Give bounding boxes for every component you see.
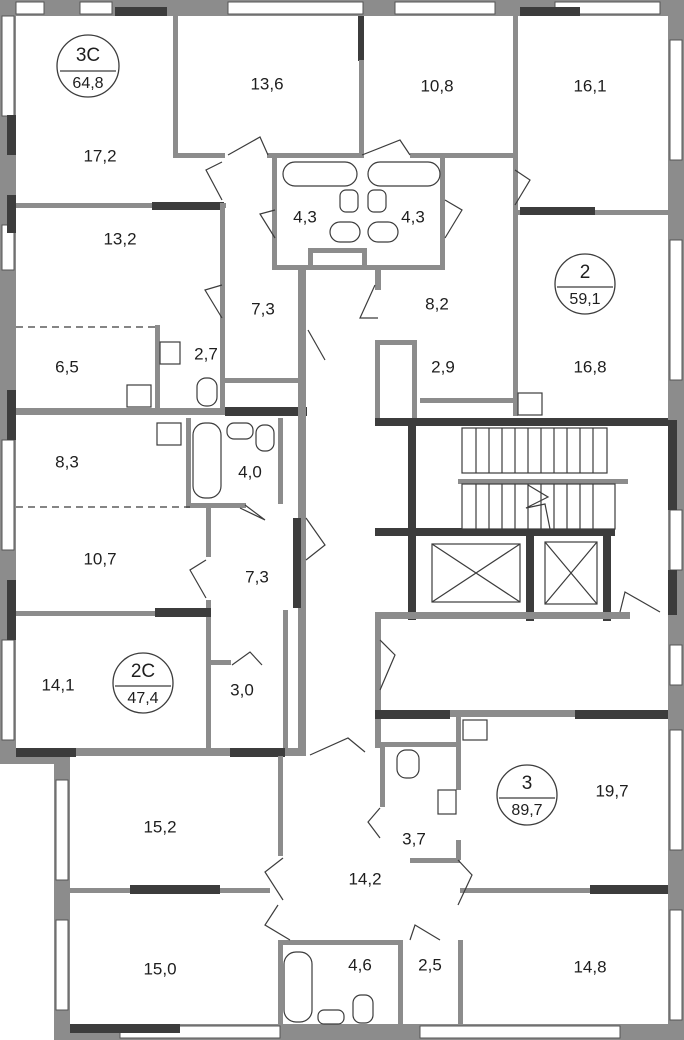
room-area: 10,8	[420, 76, 453, 95]
apartment-badge: 3С 64,8	[56, 34, 120, 98]
room-area: 2,9	[431, 357, 455, 376]
room-labels: 17,2 13,6 10,8 16,1 4,3 4,3 13,2 7,3 8,2…	[41, 74, 628, 978]
room-area: 7,3	[245, 567, 269, 586]
apartment-area: 47,4	[127, 690, 158, 707]
room-area: 2,5	[418, 955, 442, 974]
apartment-area: 64,8	[72, 75, 103, 92]
apartment-type: 2С	[131, 661, 155, 682]
apartment-badge: 2 59,1	[554, 253, 616, 315]
room-area: 16,1	[573, 76, 606, 95]
room-area: 4,3	[293, 207, 317, 226]
doors	[189, 136, 661, 941]
room-area: 19,7	[595, 781, 628, 800]
room-area: 15,2	[143, 817, 176, 836]
room-area: 10,7	[83, 549, 116, 568]
apartment-type: 2	[580, 262, 591, 283]
apartment-area: 59,1	[569, 291, 600, 308]
room-area: 4,0	[238, 462, 262, 481]
room-area: 3,7	[402, 829, 426, 848]
room-area: 8,3	[55, 452, 79, 471]
apartment-area: 89,7	[511, 802, 542, 819]
room-area: 14,2	[348, 869, 381, 888]
room-area: 6,5	[55, 357, 79, 376]
room-area: 13,2	[103, 229, 136, 248]
room-area: 14,1	[41, 675, 74, 694]
room-area: 2,7	[194, 344, 218, 363]
fixtures	[126, 161, 616, 1025]
room-area: 16,8	[573, 357, 606, 376]
room-area: 7,3	[251, 299, 275, 318]
room-area: 8,2	[425, 294, 449, 313]
apartment-badge: 3 89,7	[496, 764, 558, 826]
room-area: 17,2	[83, 146, 116, 165]
room-area: 15,0	[143, 959, 176, 978]
apartment-type: 3	[522, 773, 533, 794]
room-area: 3,0	[230, 680, 254, 699]
room-area: 13,6	[250, 74, 283, 93]
apartment-type: 3С	[76, 45, 100, 66]
room-area: 4,3	[401, 207, 425, 226]
apartment-badge: 2С 47,4	[112, 652, 174, 714]
interior-walls	[16, 16, 668, 1025]
room-area: 14,8	[573, 957, 606, 976]
room-area: 4,6	[348, 955, 372, 974]
